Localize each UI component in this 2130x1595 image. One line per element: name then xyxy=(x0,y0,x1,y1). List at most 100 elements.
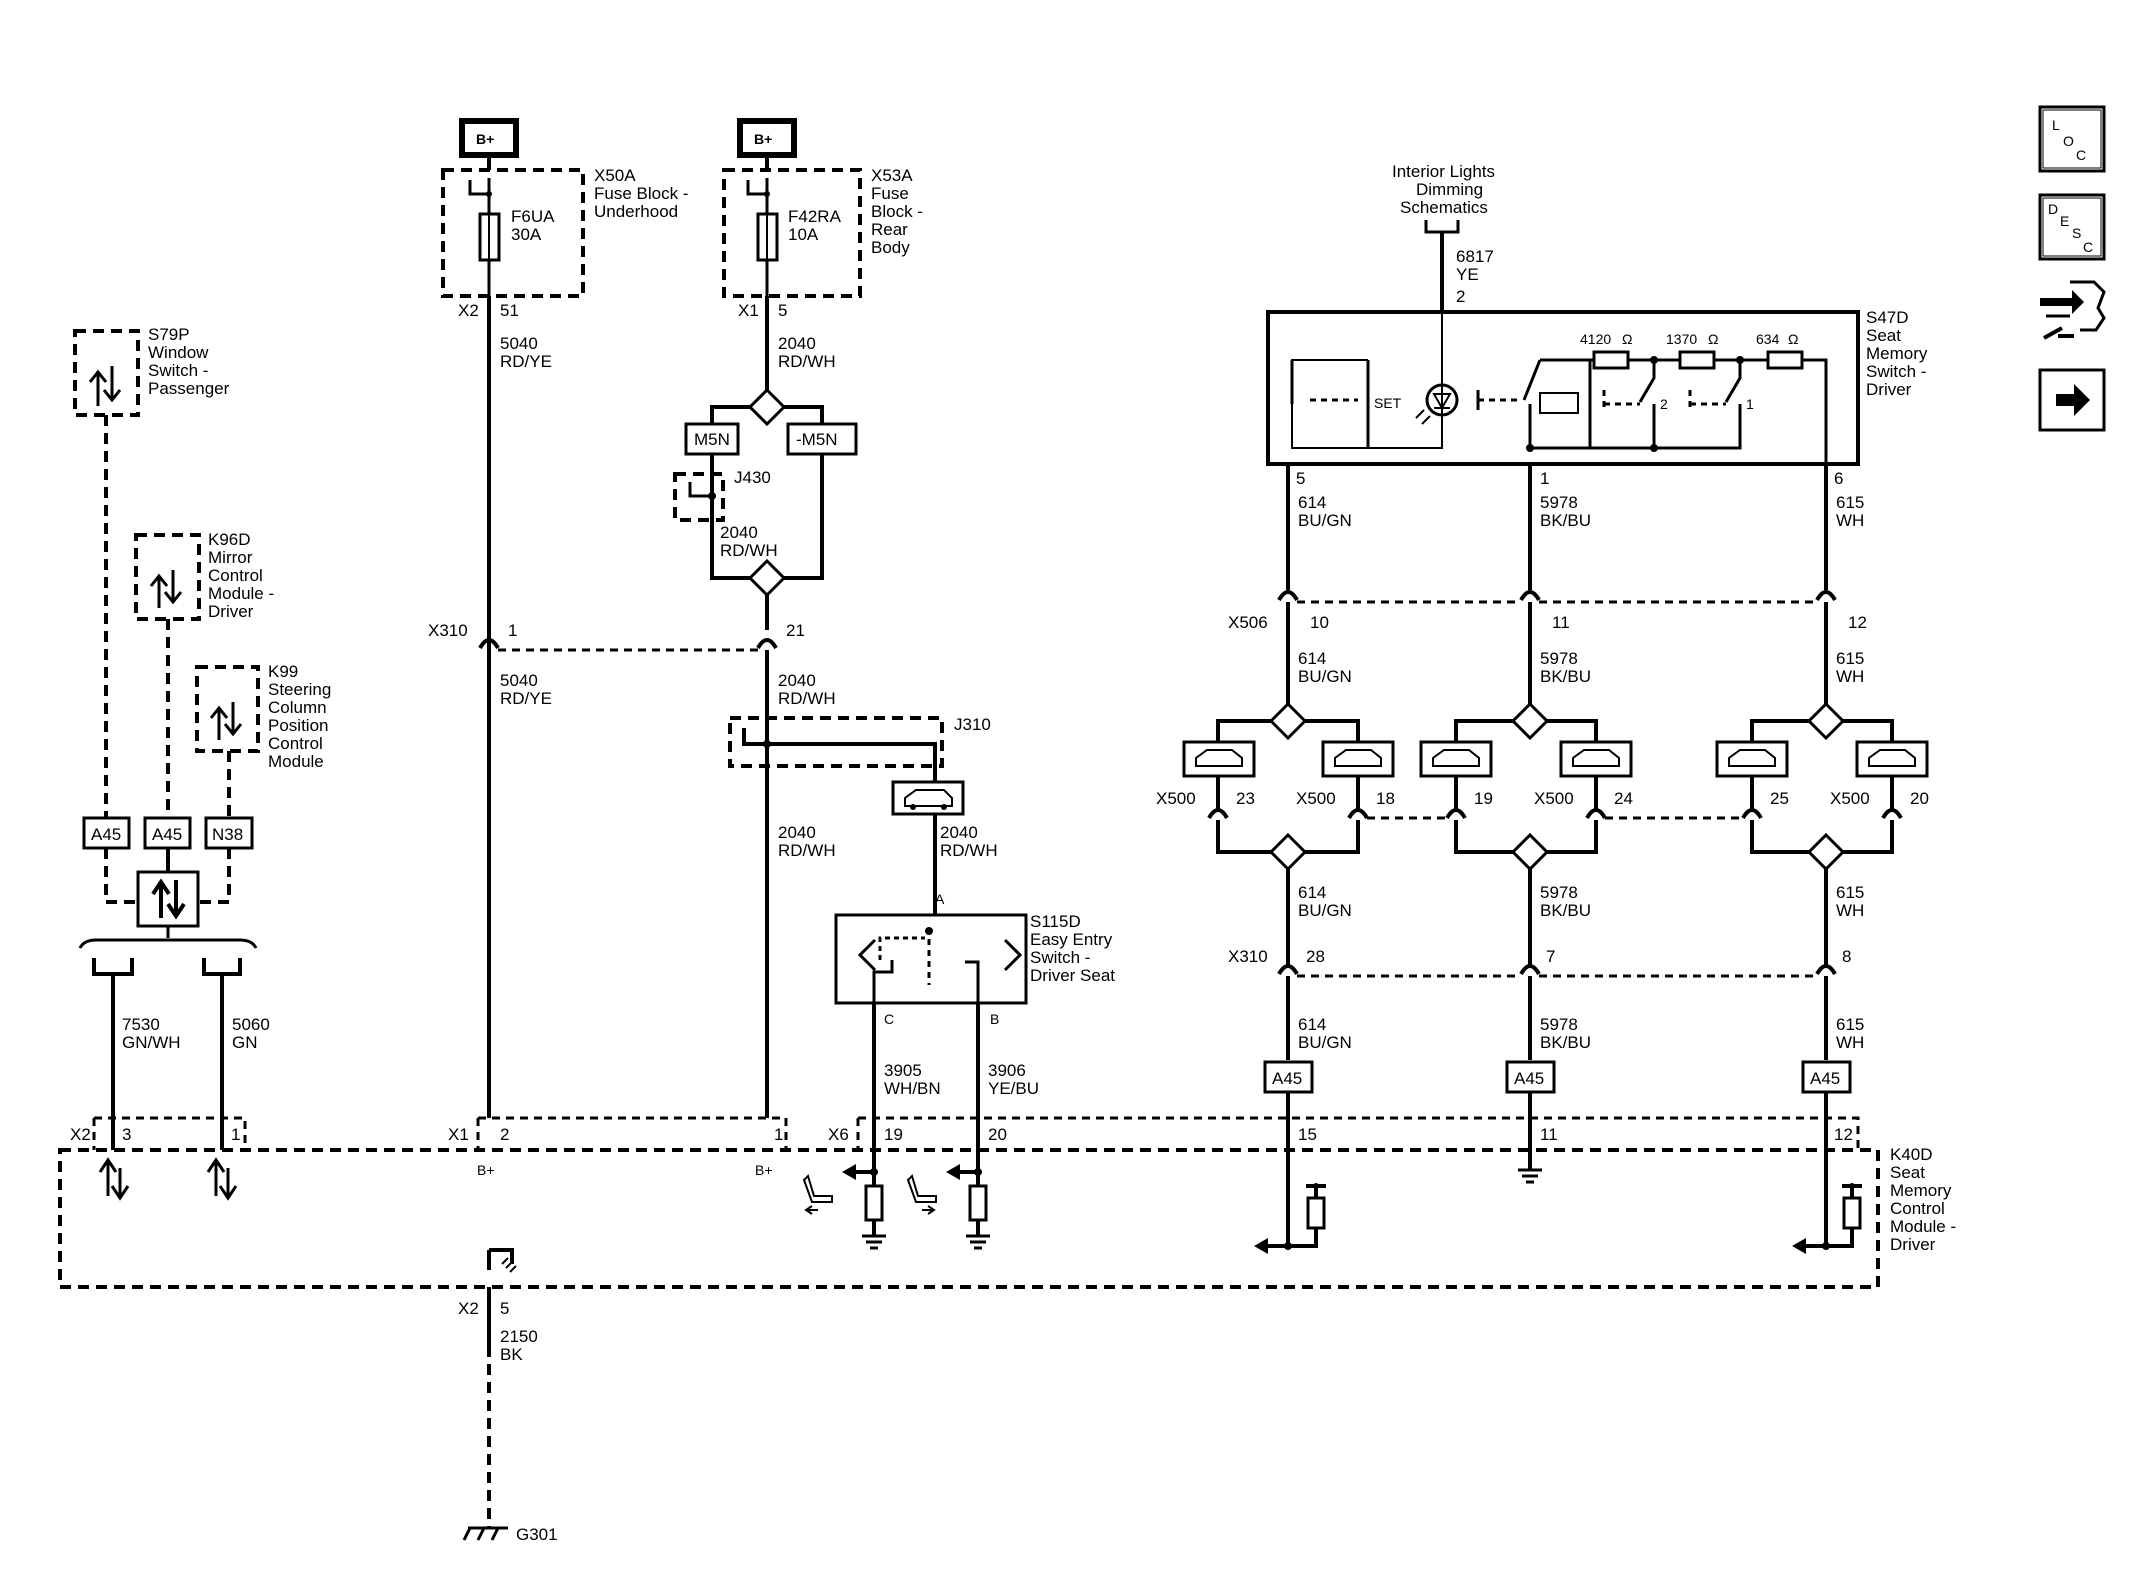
nav-loc-button[interactable]: L O C xyxy=(2038,105,2106,173)
svg-text:S47D: S47D xyxy=(1866,308,1909,327)
svg-text:Ω: Ω xyxy=(1622,331,1632,347)
interior-lights-link[interactable]: Interior Lights xyxy=(1392,162,1495,181)
svg-text:X2: X2 xyxy=(458,301,479,320)
svg-text:5040: 5040 xyxy=(500,671,538,690)
svg-text:J430: J430 xyxy=(734,468,771,487)
seat-memory-control-module-driver xyxy=(58,1148,1880,1289)
svg-text:X2: X2 xyxy=(70,1125,91,1144)
svg-text:J310: J310 xyxy=(954,715,991,734)
svg-text:Position: Position xyxy=(268,716,328,735)
svg-text:A45: A45 xyxy=(1272,1069,1302,1088)
svg-text:X2: X2 xyxy=(458,1299,479,1318)
svg-text:X500: X500 xyxy=(1156,789,1196,808)
svg-text:2040: 2040 xyxy=(940,823,978,842)
svg-text:X506: X506 xyxy=(1228,613,1268,632)
svg-text:2: 2 xyxy=(1456,287,1465,306)
nav-next-button[interactable] xyxy=(2038,368,2106,432)
svg-text:24: 24 xyxy=(1614,789,1633,808)
nav-desc-button[interactable]: D E S C xyxy=(2038,193,2106,261)
svg-text:BK/BU: BK/BU xyxy=(1540,667,1591,686)
svg-text:G301: G301 xyxy=(516,1525,558,1544)
svg-text:5978: 5978 xyxy=(1540,1015,1578,1034)
svg-text:Schematics: Schematics xyxy=(1400,198,1488,217)
svg-text:6817: 6817 xyxy=(1456,247,1494,266)
svg-text:Module -: Module - xyxy=(1890,1217,1956,1236)
connector-tool-icon[interactable] xyxy=(2040,280,2106,340)
svg-text:K99: K99 xyxy=(268,662,298,681)
svg-text:2040: 2040 xyxy=(778,671,816,690)
svg-text:4120: 4120 xyxy=(1580,331,1611,347)
svg-text:BK/BU: BK/BU xyxy=(1540,1033,1591,1052)
svg-text:RD/WH: RD/WH xyxy=(778,352,836,371)
svg-text:WH/BN: WH/BN xyxy=(884,1079,941,1098)
svg-text:BU/GN: BU/GN xyxy=(1298,1033,1352,1052)
desc-letter-e: E xyxy=(2060,213,2069,229)
bplus-terminal-2: B+ xyxy=(737,118,797,158)
svg-text:RD/WH: RD/WH xyxy=(940,841,998,860)
svg-text:20: 20 xyxy=(1910,789,1929,808)
svg-text:19: 19 xyxy=(1474,789,1493,808)
svg-text:A45: A45 xyxy=(1514,1069,1544,1088)
svg-text:A45: A45 xyxy=(91,825,121,844)
svg-text:GN/WH: GN/WH xyxy=(122,1033,181,1052)
svg-text:5978: 5978 xyxy=(1540,493,1578,512)
bus-a45-1 xyxy=(82,816,131,850)
svg-text:X310: X310 xyxy=(1228,947,1268,966)
svg-text:BU/GN: BU/GN xyxy=(1298,667,1352,686)
seat-memory-switch-driver xyxy=(1266,310,1860,466)
svg-text:YE: YE xyxy=(1456,265,1479,284)
bus-interface-block xyxy=(136,870,200,928)
window-switch-passenger xyxy=(73,329,140,417)
svg-text:B+: B+ xyxy=(754,131,772,147)
svg-text:615: 615 xyxy=(1836,493,1864,512)
seat-rearward-icon xyxy=(906,1174,937,1215)
option-group-615 xyxy=(1715,701,1929,872)
svg-text:1370: 1370 xyxy=(1666,331,1697,347)
option-m5n xyxy=(684,422,740,456)
svg-text:S115D: S115D xyxy=(1030,912,1081,931)
resistor-4120 xyxy=(1592,350,1630,370)
svg-text:Dimming: Dimming xyxy=(1416,180,1483,199)
svg-text:1: 1 xyxy=(1746,396,1754,412)
svg-text:X53A: X53A xyxy=(871,166,913,185)
svg-text:Body: Body xyxy=(871,238,910,257)
svg-text:634: 634 xyxy=(1756,331,1780,347)
svg-text:12: 12 xyxy=(1848,613,1867,632)
svg-text:Control: Control xyxy=(1890,1199,1945,1218)
svg-text:Memory: Memory xyxy=(1866,344,1928,363)
svg-text:7530: 7530 xyxy=(122,1015,160,1034)
svg-text:5: 5 xyxy=(778,301,787,320)
fuse-f6ua-name: F6UA xyxy=(511,207,555,226)
svg-text:615: 615 xyxy=(1836,1015,1864,1034)
svg-text:614: 614 xyxy=(1298,883,1326,902)
desc-letter-s: S xyxy=(2072,225,2081,241)
svg-text:RD/WH: RD/WH xyxy=(778,689,836,708)
svg-text:X500: X500 xyxy=(1296,789,1336,808)
svg-text:GN: GN xyxy=(232,1033,258,1052)
ground-g301-icon xyxy=(462,1526,508,1541)
svg-text:A45: A45 xyxy=(152,825,182,844)
svg-text:25: 25 xyxy=(1770,789,1789,808)
svg-text:BK: BK xyxy=(500,1345,523,1364)
svg-text:-M5N: -M5N xyxy=(796,430,838,449)
option-group-5978 xyxy=(1419,701,1633,872)
svg-text:2: 2 xyxy=(500,1125,509,1144)
svg-text:BU/GN: BU/GN xyxy=(1298,511,1352,530)
svg-text:614: 614 xyxy=(1298,1015,1326,1034)
svg-text:20: 20 xyxy=(988,1125,1007,1144)
svg-text:Seat: Seat xyxy=(1890,1163,1925,1182)
svg-text:8: 8 xyxy=(1842,947,1851,966)
svg-text:1: 1 xyxy=(508,621,517,640)
svg-text:Block -: Block - xyxy=(871,202,923,221)
svg-text:RD/WH: RD/WH xyxy=(778,841,836,860)
svg-text:614: 614 xyxy=(1298,649,1326,668)
svg-text:11: 11 xyxy=(1552,613,1570,632)
bus-a45-614 xyxy=(1263,1060,1314,1094)
svg-text:Mirror: Mirror xyxy=(208,548,253,567)
svg-text:28: 28 xyxy=(1306,947,1325,966)
svg-text:5060: 5060 xyxy=(232,1015,270,1034)
svg-text:5: 5 xyxy=(500,1299,509,1318)
svg-text:614: 614 xyxy=(1298,493,1326,512)
svg-text:Rear: Rear xyxy=(871,220,908,239)
svg-text:10A: 10A xyxy=(788,225,819,244)
